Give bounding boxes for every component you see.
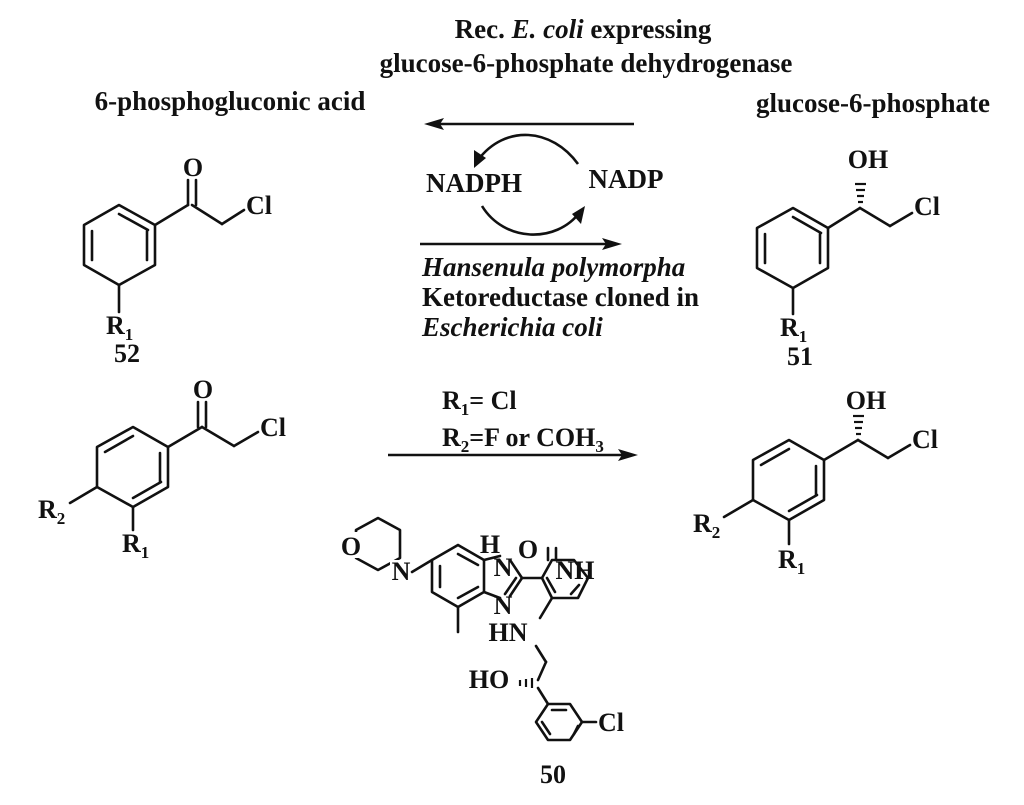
- enzyme-bottom-line1: Hansenula polymorpha: [421, 252, 685, 282]
- svg-text:N: N: [494, 553, 513, 582]
- svg-text:H: H: [480, 530, 500, 559]
- svg-text:R1: R1: [106, 311, 133, 344]
- svg-text:R1: R1: [778, 545, 805, 578]
- compound-50-structure: O N N H N O NH HN: [336, 516, 624, 789]
- cofactor-cycle: NADPH NADP: [420, 118, 664, 250]
- enzyme-bottom-line3: Escherichia coli: [421, 312, 603, 342]
- nadph-label: NADPH: [426, 168, 522, 198]
- product-label-6-phosphogluconic-acid: 6-phosphogluconic acid: [95, 86, 366, 116]
- svg-text:Cl: Cl: [912, 425, 938, 454]
- substrate-bottom-left-structure: O Cl R2 R1: [38, 375, 286, 562]
- svg-text:Cl: Cl: [598, 708, 624, 737]
- svg-text:O: O: [193, 375, 213, 404]
- cycle-arc-lower: [480, 205, 582, 236]
- svg-text:O: O: [518, 535, 538, 564]
- compound-52-label: 52: [114, 339, 140, 368]
- nadp-label: NADP: [589, 164, 664, 194]
- conditions-block: R1= Cl R2=F or COH3: [388, 386, 638, 461]
- svg-text:Cl: Cl: [246, 191, 272, 220]
- product-bottom-right-structure: OH Cl R2 R1: [693, 386, 938, 578]
- condition-r1: R1= Cl: [442, 386, 517, 419]
- condition-r2: R2=F or COH3: [442, 423, 604, 456]
- svg-text:Cl: Cl: [260, 413, 286, 442]
- svg-text:R1: R1: [122, 529, 149, 562]
- svg-text:R1: R1: [780, 313, 807, 346]
- compound-51-structure: OH Cl R1 51: [755, 145, 940, 371]
- svg-text:OH: OH: [846, 386, 886, 415]
- compound-51-label: 51: [787, 342, 813, 371]
- svg-text:N: N: [392, 557, 411, 586]
- svg-text:HO: HO: [469, 665, 509, 694]
- enzyme-top-line1: Rec. E. coli expressing: [455, 14, 712, 44]
- svg-text:NH: NH: [556, 556, 595, 585]
- compound-52-structure: O Cl R1 52: [82, 153, 272, 368]
- svg-text:R2: R2: [38, 495, 65, 528]
- substrate-label-glucose-6-phosphate: glucose-6-phosphate: [756, 88, 990, 118]
- svg-text:HN: HN: [489, 618, 528, 647]
- svg-text:Cl: Cl: [914, 192, 940, 221]
- svg-text:N: N: [494, 591, 513, 620]
- enzyme-bottom-line2: Ketoreductase cloned in: [422, 282, 699, 312]
- svg-text:R2: R2: [693, 509, 720, 542]
- top-arrow-head: [424, 118, 444, 130]
- bottom-arrow-head: [602, 238, 622, 250]
- cycle-arc-upper: [476, 133, 580, 165]
- compound-50-label: 50: [540, 760, 566, 789]
- svg-text:O: O: [183, 153, 203, 182]
- svg-text:OH: OH: [848, 145, 888, 174]
- enzyme-top-line2: glucose-6-phosphate dehydrogenase: [380, 48, 793, 78]
- svg-text:O: O: [341, 532, 361, 561]
